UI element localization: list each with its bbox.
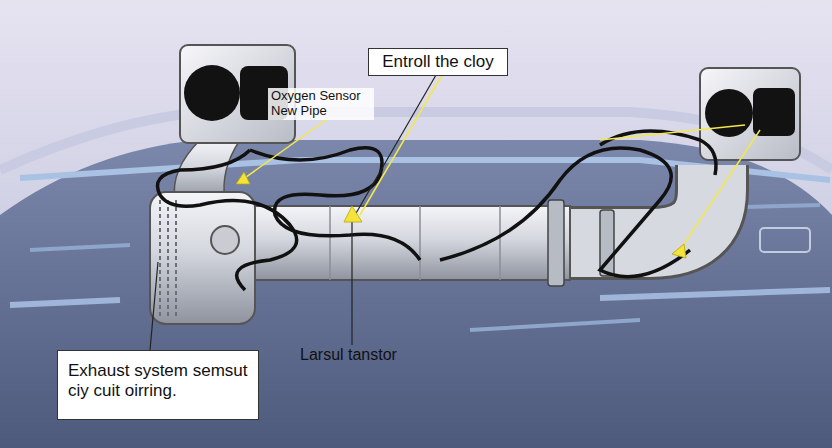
pipe-clamp [548,200,564,286]
chassis [0,140,832,448]
sensor-wire [440,148,690,277]
callout-text: Exhaust system semsut ciy cuit oirring. [68,361,248,402]
leader-line [600,125,760,250]
part-label: Oxygen Sensor New Pipe [268,88,374,120]
leader-line [150,262,158,350]
pipe-bend [560,165,712,243]
tailpipe-opening [705,89,753,137]
callout-box: Exhaust system semsut ciy cuit oirring. [57,350,259,420]
callout-text: Entroll the cloy [375,52,501,72]
leader-line [242,117,330,180]
muffler-ribs [160,200,176,316]
leader-line [351,220,352,345]
tailpipe-opening [753,88,795,136]
bracket [760,228,810,252]
part-label: Larsul tanstor [300,346,430,364]
frame-rail [10,290,830,305]
tailpipe-opening [184,65,240,121]
muffler [150,192,255,324]
pipe-bend [560,165,712,243]
callout-box: Entroll the cloy [368,48,508,76]
bolt [211,226,239,254]
pointer-marker [236,172,686,258]
sensor-wire [250,148,420,260]
